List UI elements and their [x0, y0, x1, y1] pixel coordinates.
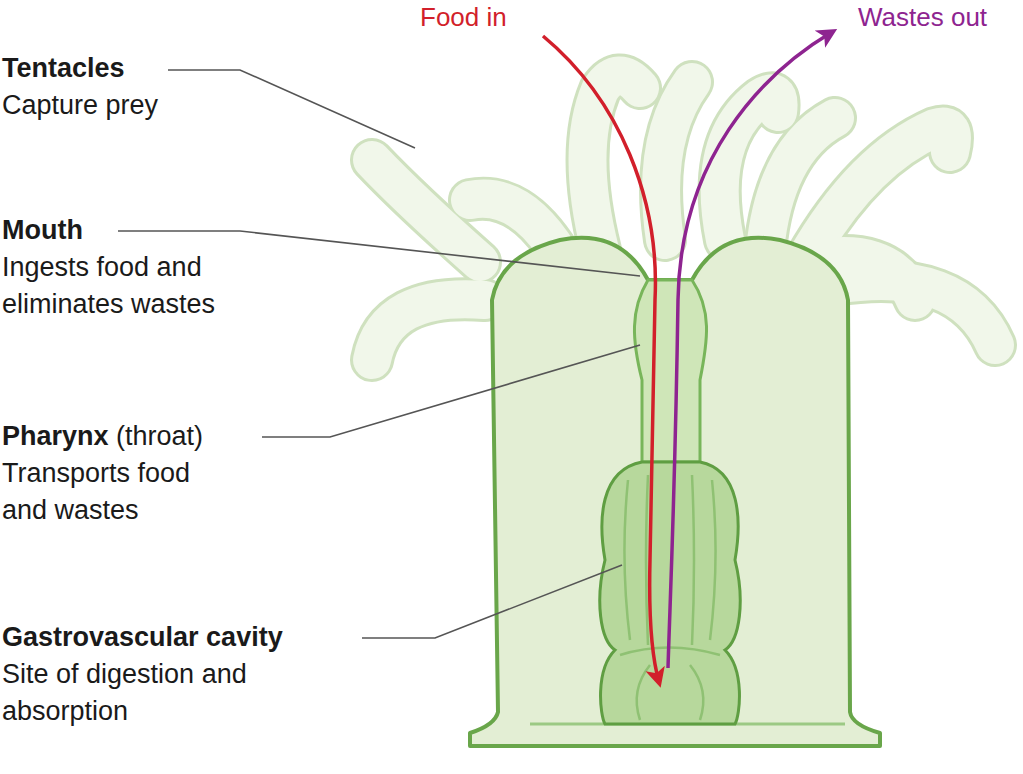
leader-line: [262, 345, 640, 437]
part-function: Transports food and wastes: [2, 455, 240, 530]
flow-label: Food in: [420, 0, 507, 36]
wastes-out-arrow: [668, 32, 832, 668]
part-note: (throat): [116, 418, 203, 455]
fold: [637, 665, 650, 720]
fold: [690, 665, 703, 720]
part-name: Mouth: [2, 212, 83, 249]
food-in-arrow: [543, 36, 659, 682]
part-function: Capture prey: [2, 87, 158, 124]
tentacle: [661, 82, 692, 240]
fold: [710, 480, 716, 640]
fold: [624, 480, 630, 640]
tentacle: [372, 299, 485, 360]
fold: [692, 475, 694, 645]
part-name: Pharynx: [2, 418, 109, 455]
part-function: Site of digestion and absorption: [2, 656, 322, 731]
leader-line: [168, 70, 415, 148]
pharynx: [634, 280, 706, 462]
part-function: Ingests food and eliminates wastes: [2, 249, 274, 324]
leader-lines: [118, 70, 640, 638]
tentacle: [372, 299, 485, 360]
flow-label: Wastes out: [858, 0, 987, 36]
tentacle: [661, 82, 692, 240]
part-name: Tentacles: [2, 50, 125, 87]
tentacle: [835, 281, 995, 345]
part-name: Gastrovascular cavity: [2, 619, 283, 656]
fold: [646, 475, 648, 645]
leader-line: [362, 565, 622, 638]
